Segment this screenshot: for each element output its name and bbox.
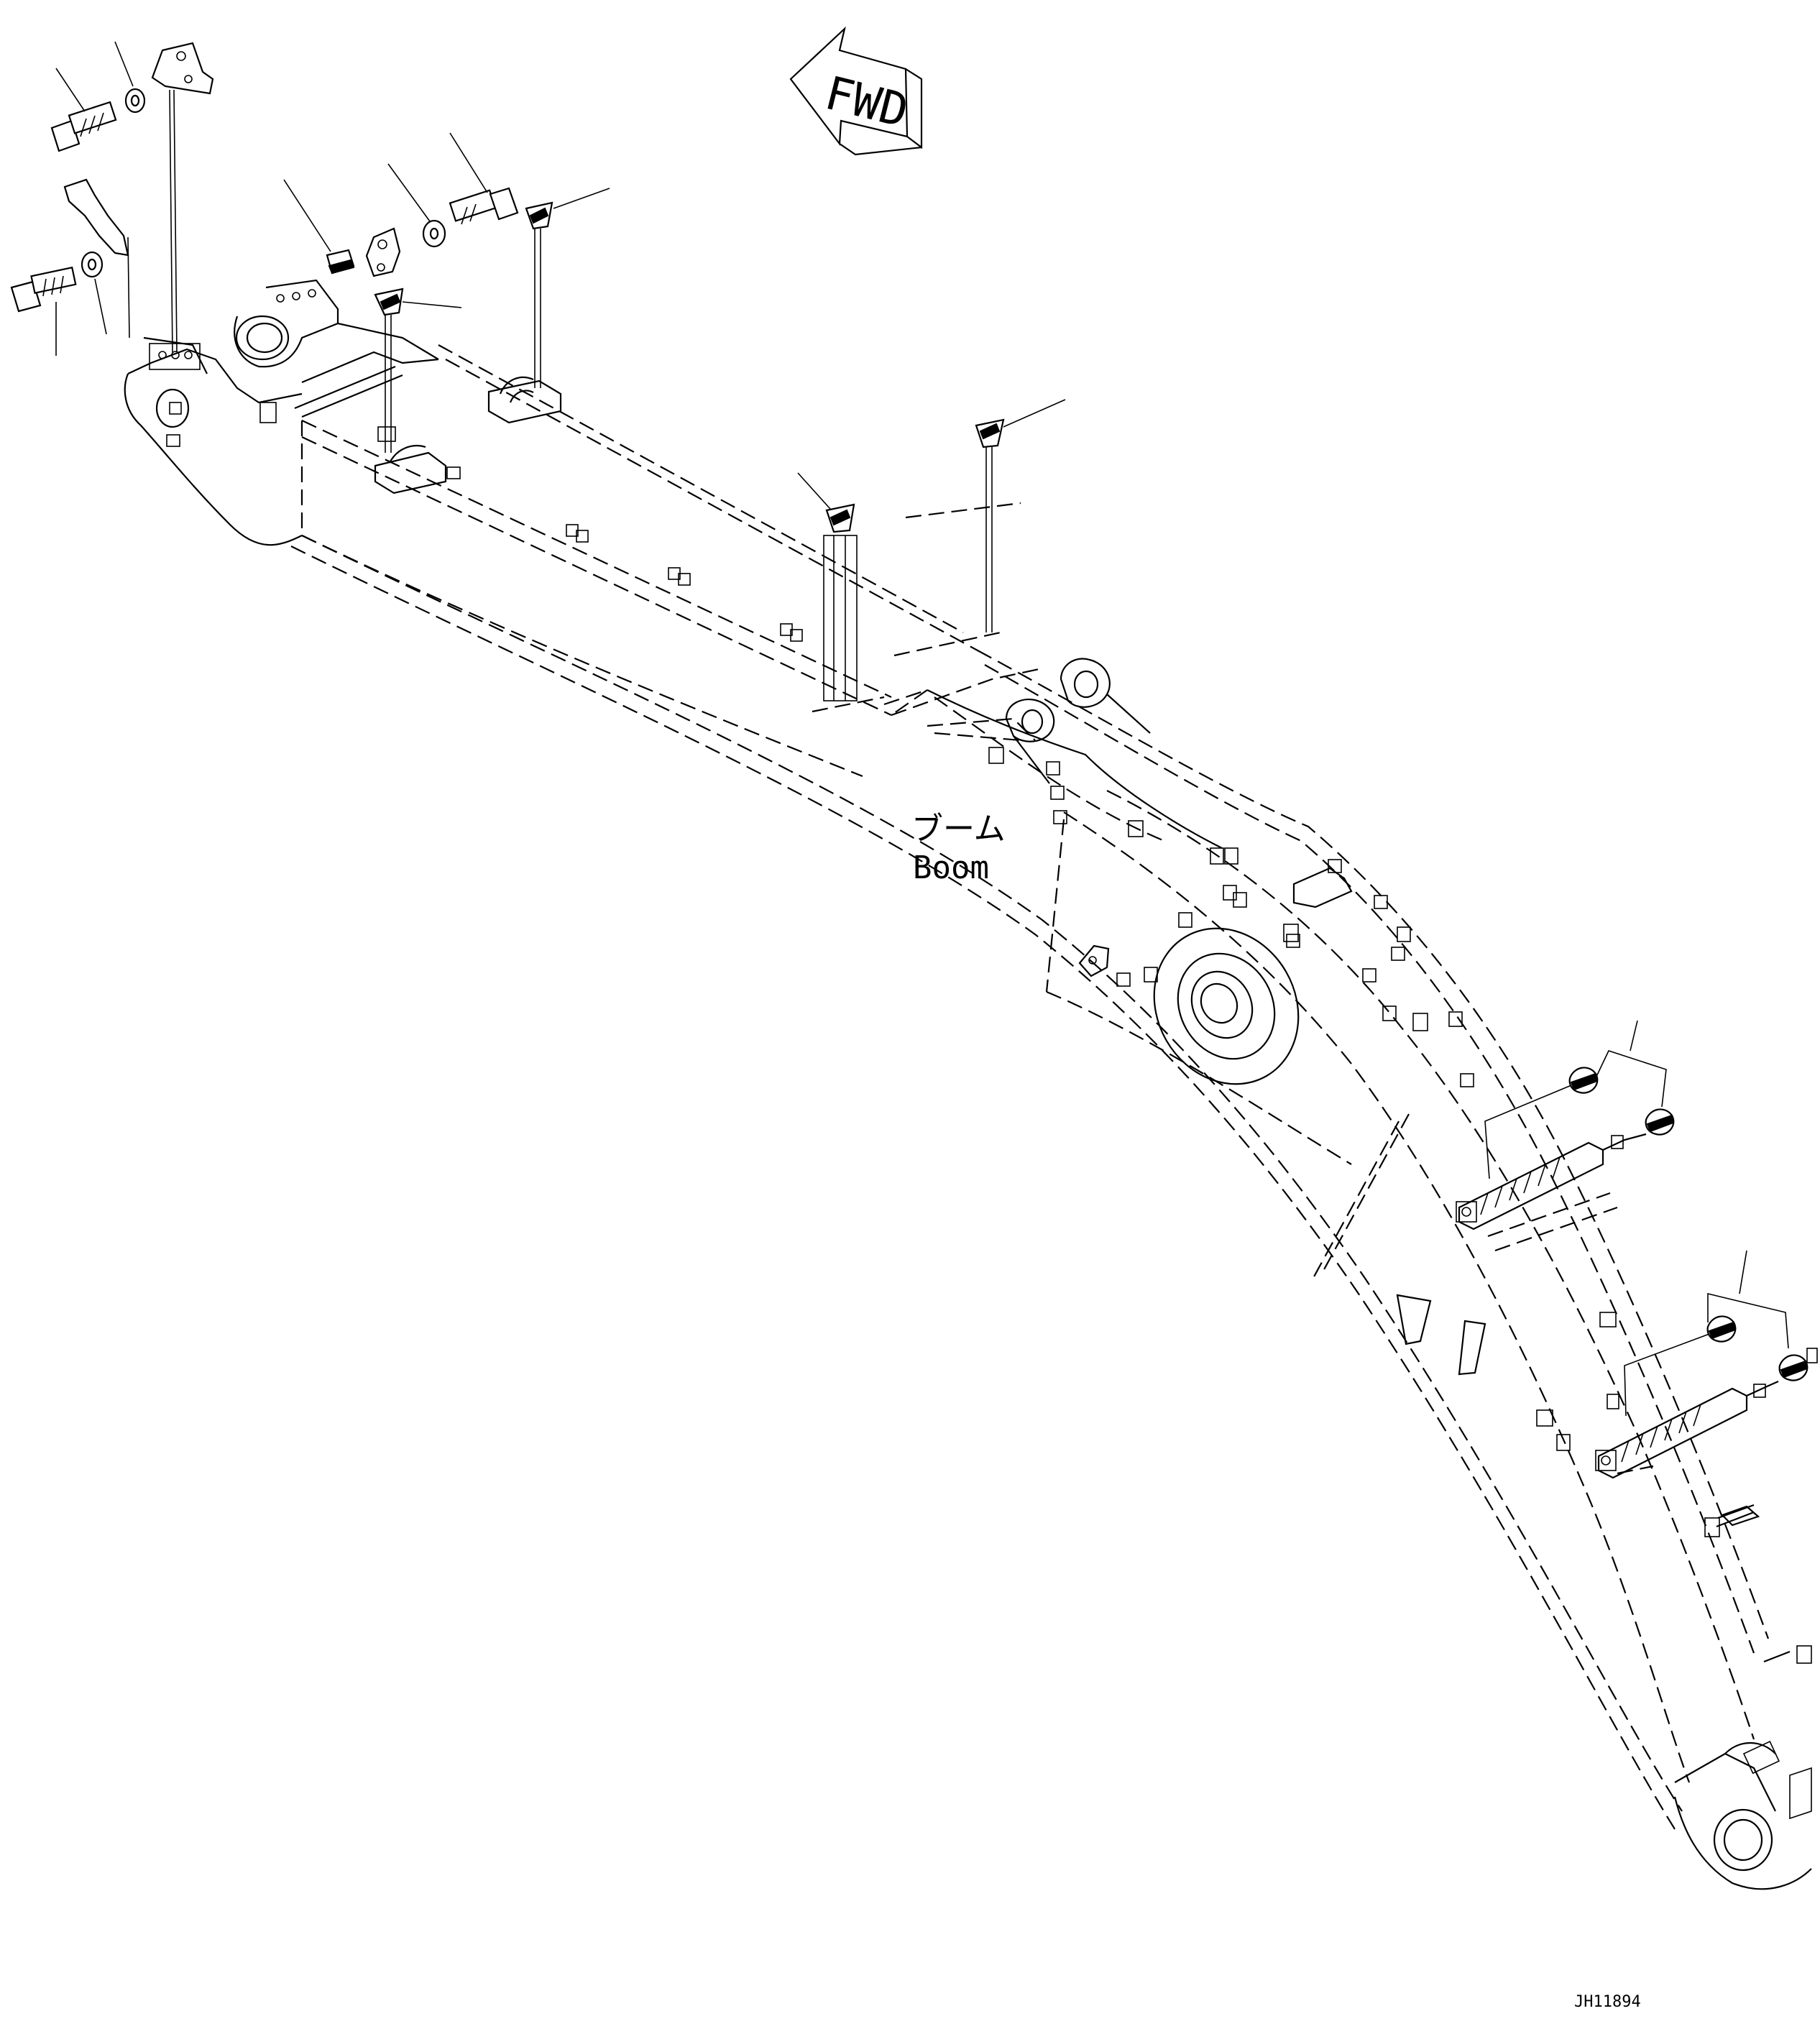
drawing-code: JH11894 bbox=[1574, 1993, 1641, 2011]
bolt-icon bbox=[10, 266, 77, 356]
cap-icon bbox=[525, 188, 610, 388]
cap-icon bbox=[283, 179, 355, 275]
boom-top-end bbox=[1673, 1741, 1812, 1890]
hose-clamp-assembly-2 bbox=[1595, 1250, 1808, 1479]
washer-icon bbox=[81, 251, 107, 335]
bracket-icon bbox=[63, 178, 130, 339]
part-name-en: Boom bbox=[913, 850, 989, 886]
fittings bbox=[566, 524, 1818, 1664]
hose-clamp-assembly-1 bbox=[1456, 1020, 1675, 1230]
washer-icon bbox=[114, 41, 146, 114]
top-left-hardware bbox=[10, 41, 214, 356]
washer-icon bbox=[387, 163, 446, 248]
boom-body bbox=[290, 344, 1818, 1890]
bolt-icon bbox=[449, 132, 519, 225]
upper-hardware bbox=[283, 132, 1066, 701]
cap-icon bbox=[374, 287, 462, 453]
cap-icon bbox=[975, 399, 1066, 632]
mount-pad bbox=[374, 426, 461, 494]
boom-foot-boss bbox=[1153, 927, 1300, 1085]
cap-icon bbox=[797, 472, 858, 701]
bracket-icon bbox=[365, 227, 401, 277]
bolt-icon bbox=[50, 68, 117, 152]
bracket-icon bbox=[151, 42, 214, 353]
clip-icon bbox=[1704, 1504, 1755, 1537]
fwd-arrow-icon: FWD bbox=[789, 26, 923, 156]
part-name-jp: ブーム bbox=[911, 811, 1006, 847]
boom-base bbox=[124, 279, 562, 546]
